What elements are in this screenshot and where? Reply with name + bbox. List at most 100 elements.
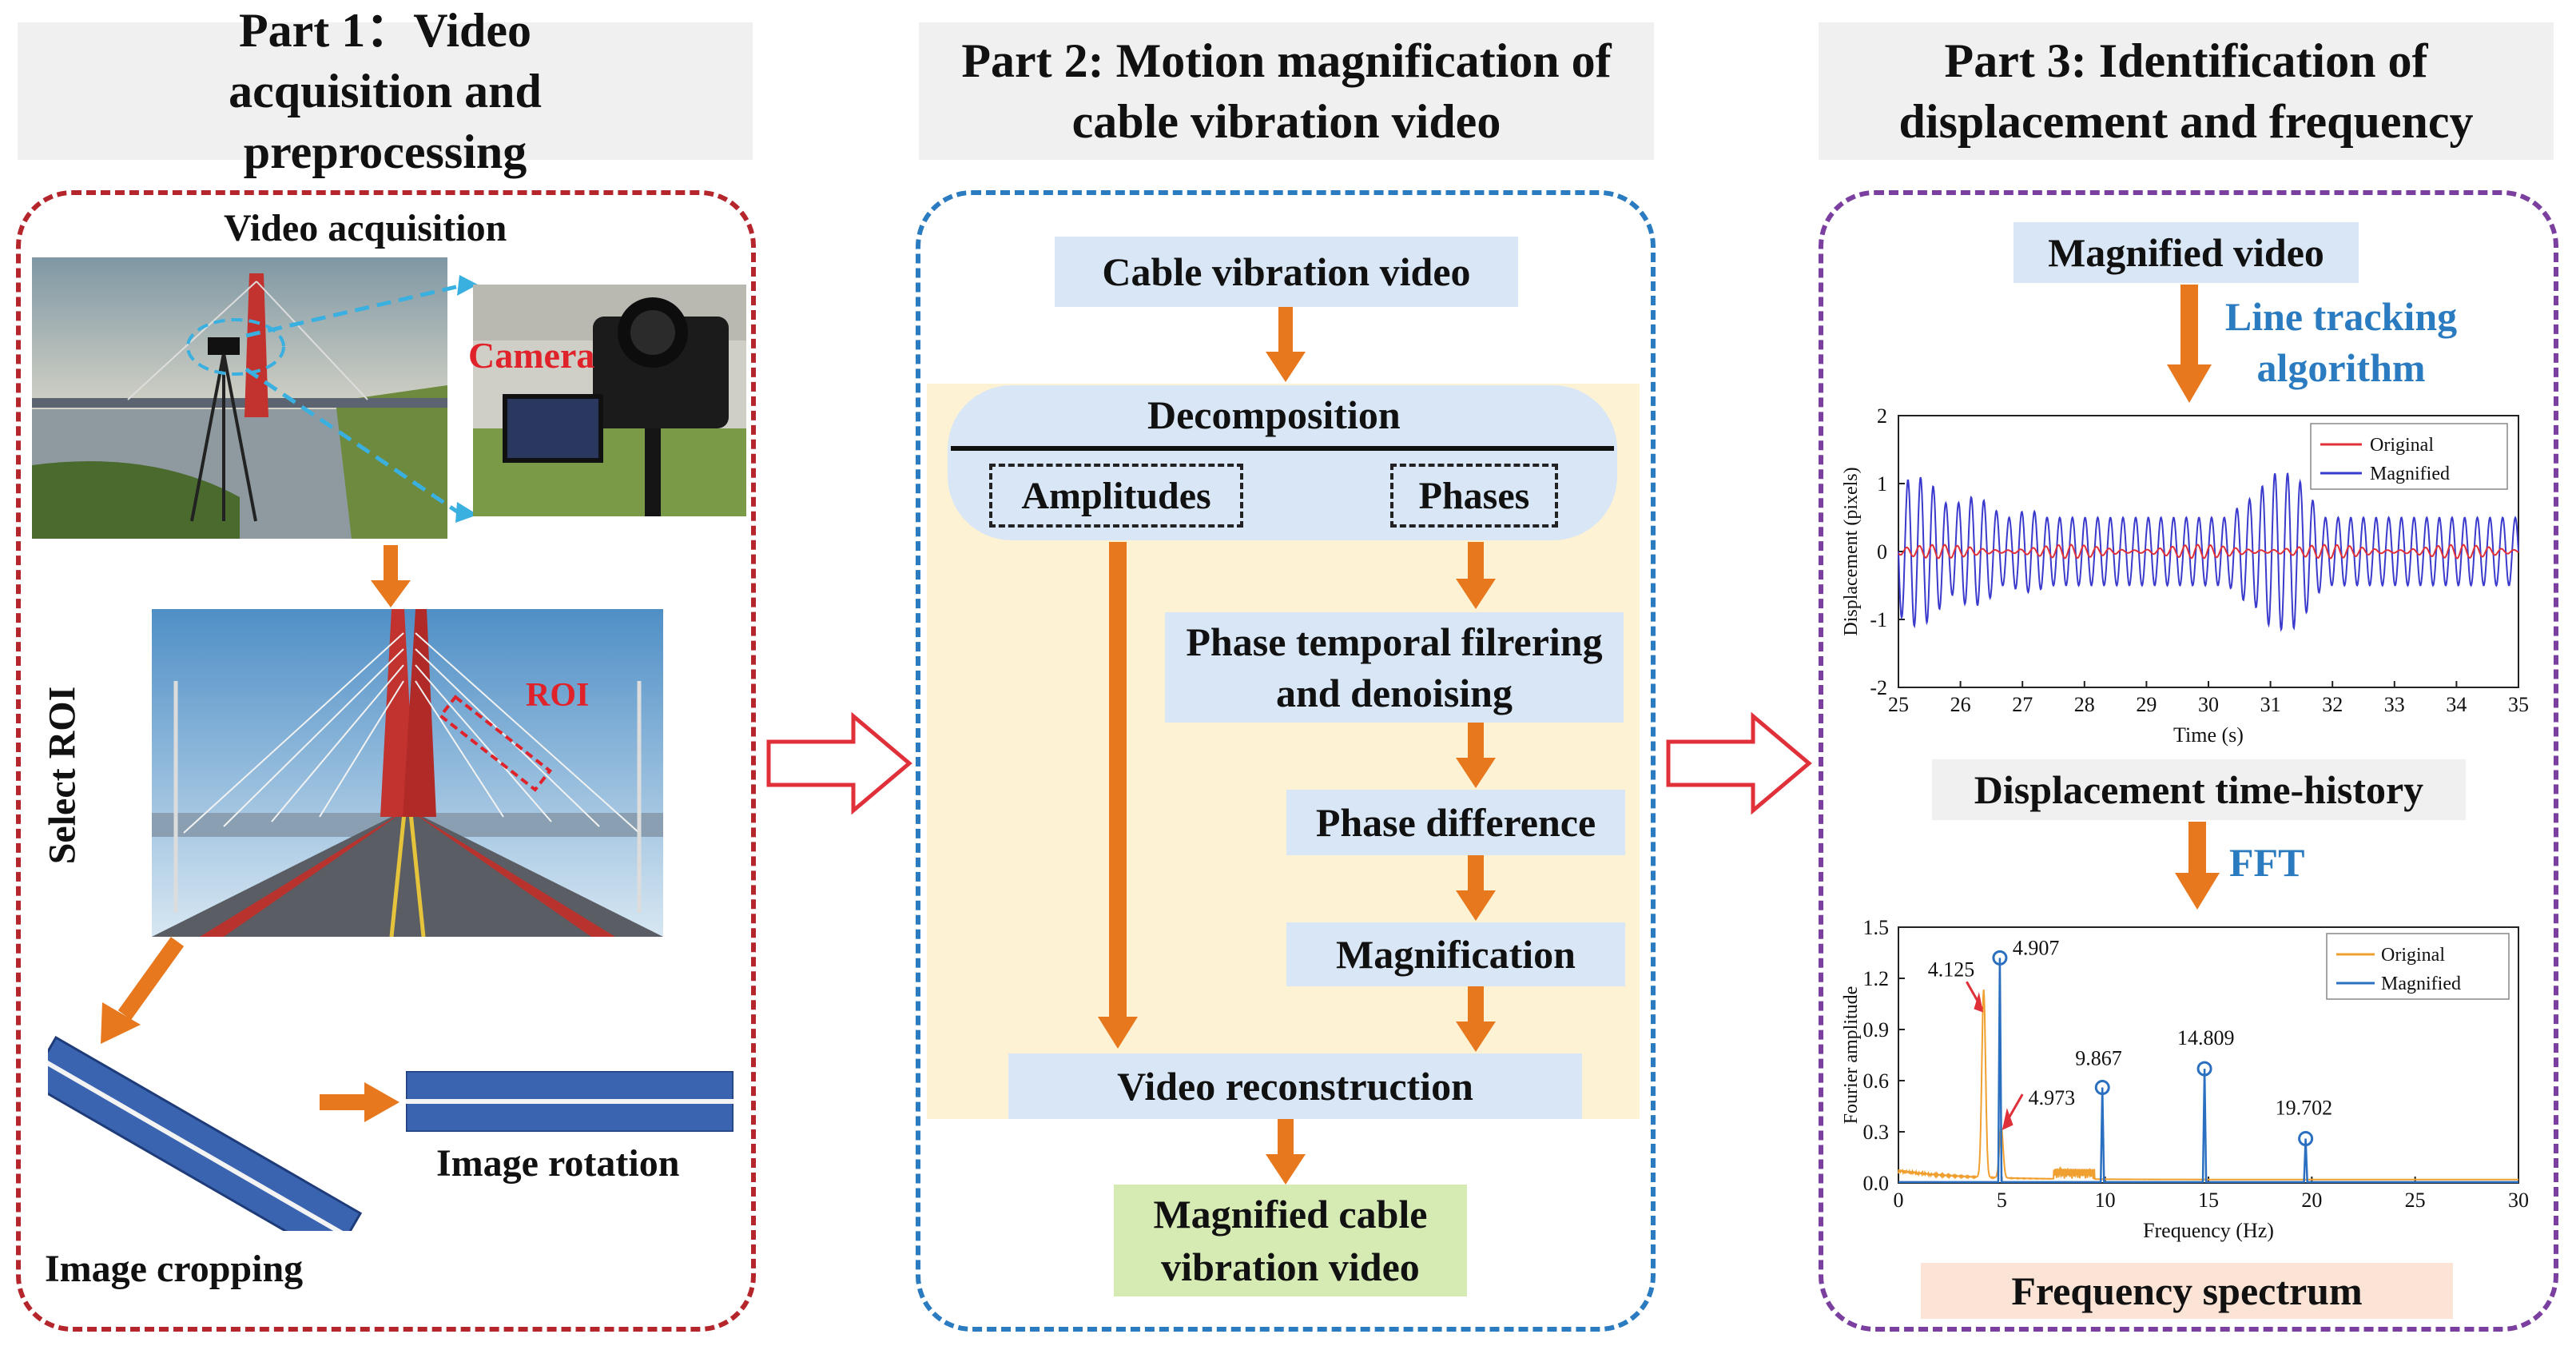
hollow-arrow-2 — [1666, 711, 1812, 815]
x-tick-label: 25 — [1888, 693, 1909, 716]
x-tick-label: 35 — [2508, 693, 2529, 716]
camera-label: Camera — [468, 335, 595, 376]
x-tick-label: 30 — [2508, 1189, 2529, 1212]
decomposition-divider — [951, 446, 1614, 451]
x-tick-label: 29 — [2136, 693, 2157, 716]
roi-photo — [152, 609, 663, 937]
decomposition-box — [948, 385, 1617, 540]
phase-filter-label: Phase temporal filrering and denoising — [1186, 619, 1603, 715]
legend-label: Original — [2370, 435, 2434, 456]
image-rotation-label: Image rotation — [436, 1142, 680, 1185]
camera-photo — [473, 285, 746, 516]
x-tick-label: 31 — [2260, 693, 2281, 716]
arrow-p2-6 — [1266, 1119, 1306, 1185]
roi-label: ROI — [526, 677, 590, 714]
phases-box: Phases — [1390, 464, 1558, 528]
peak-marker — [2094, 1080, 2110, 1096]
y-tick-label: -2 — [1870, 676, 1887, 699]
part3-title: Part 3: Identification of displacement a… — [1898, 34, 2474, 148]
arrow-p2-4 — [1456, 855, 1496, 921]
legend-label: Magnified — [2370, 464, 2450, 484]
legend-label: Magnified — [2381, 974, 2461, 994]
peak-marker — [1992, 950, 2008, 966]
legend-box — [2326, 933, 2510, 1000]
part2-header: Part 2: Motion magnification of cable vi… — [919, 22, 1654, 160]
zoom-lines — [244, 275, 478, 523]
legend-label: Original — [2381, 945, 2445, 966]
y-tick-label: 1.5 — [1863, 916, 1890, 939]
rotated-image — [404, 1069, 735, 1133]
x-tick-label: 32 — [2322, 693, 2343, 716]
x-tick-label: 5 — [1997, 1189, 2007, 1212]
y-tick-label: 1.2 — [1863, 967, 1890, 990]
freq-spectrum-box: Frequency spectrum — [1921, 1263, 2453, 1319]
legend-box — [2310, 423, 2508, 490]
x-tick-label: 25 — [2405, 1189, 2426, 1212]
y-tick-label: 0.9 — [1863, 1018, 1890, 1041]
x-tick-label: 26 — [1950, 693, 1971, 716]
y-axis-label: Displacement (pixels) — [1841, 467, 1862, 635]
peak-label: 4.125 — [1928, 958, 1975, 981]
select-roi-label: Select ROI — [41, 686, 84, 865]
peak-marker — [2196, 1061, 2212, 1077]
peak-label: 19.702 — [2276, 1097, 2333, 1120]
magnified-video-box: Magnified cable vibration video — [1114, 1185, 1467, 1296]
x-tick-label: 15 — [2198, 1189, 2219, 1212]
part3-panel — [1819, 190, 2558, 1332]
peak-label: 4.973 — [2029, 1086, 2076, 1109]
x-tick-label: 20 — [2301, 1189, 2322, 1212]
x-axis-label: Time (s) — [2173, 723, 2244, 747]
x-axis-label: Frequency (Hz) — [2143, 1219, 2274, 1242]
phase-filter-box: Phase temporal filrering and denoising — [1165, 612, 1624, 723]
cable-video-box: Cable vibration video — [1055, 237, 1518, 307]
part1-title: Part 1：Video acquisition and preprocessi… — [229, 4, 542, 178]
cropped-image — [27, 1023, 368, 1261]
x-tick-label: 28 — [2074, 693, 2095, 716]
fft-label: FFT — [2229, 840, 2305, 885]
y-tick-label: 0 — [1877, 540, 1887, 564]
arrow-p2-2 — [1456, 542, 1496, 609]
magnification-box: Magnification — [1286, 922, 1625, 986]
amplitudes-box: Amplitudes — [989, 464, 1243, 528]
peak-label: 9.867 — [2075, 1047, 2122, 1070]
series-magnified — [1898, 472, 2519, 632]
line-tracking-label: Line tracking algorithm — [2224, 294, 2458, 390]
y-axis-label: Fourier amplitude — [1841, 986, 1862, 1125]
part2-title: Part 2: Motion magnification of cable vi… — [961, 34, 1612, 148]
hollow-arrow-1 — [766, 711, 912, 815]
arrow-p3-2 — [2175, 822, 2220, 910]
series-original — [1898, 544, 2519, 560]
decomposition-label: Decomposition — [1147, 392, 1401, 437]
pointer-arrowhead — [2002, 1108, 2013, 1130]
magnified-video-label: Magnified cable vibration video — [1153, 1192, 1428, 1289]
part3-header: Part 3: Identification of displacement a… — [1819, 22, 2554, 160]
peak-label: 14.809 — [2177, 1026, 2235, 1049]
pointer-arrowhead — [1974, 992, 1984, 1013]
y-tick-label: 0.3 — [1863, 1121, 1890, 1144]
arrow-p2-5 — [1456, 986, 1496, 1052]
y-tick-label: 2 — [1877, 404, 1887, 428]
image-cropping-label: Image cropping — [45, 1248, 304, 1290]
y-tick-label: 0.0 — [1863, 1172, 1890, 1195]
video-acquisition-label: Video acquisition — [224, 207, 507, 249]
peak-label: 4.907 — [2013, 936, 2060, 959]
x-tick-label: 27 — [2012, 693, 2033, 716]
part1-panel — [16, 190, 756, 1332]
disp-history-box: Displacement time-history — [1932, 759, 2466, 820]
arrow-p3-1 — [2167, 285, 2212, 403]
phase-diff-box: Phase difference — [1286, 790, 1625, 855]
peak-marker — [2298, 1131, 2314, 1147]
y-tick-label: 1 — [1877, 472, 1887, 496]
arrow-p1-3 — [320, 1082, 400, 1122]
arrow-amplitudes — [1098, 542, 1138, 1049]
x-tick-label: 0 — [1894, 1189, 1904, 1212]
part2-panel — [916, 190, 1656, 1332]
part1-header: Part 1：Video acquisition and preprocessi… — [18, 4, 753, 178]
x-tick-label: 33 — [2384, 693, 2405, 716]
arrow-p2-1 — [1266, 307, 1306, 382]
arrow-p2-3 — [1456, 723, 1496, 788]
y-tick-label: 0.6 — [1863, 1069, 1890, 1093]
arrow-p1-2 — [101, 937, 185, 1044]
